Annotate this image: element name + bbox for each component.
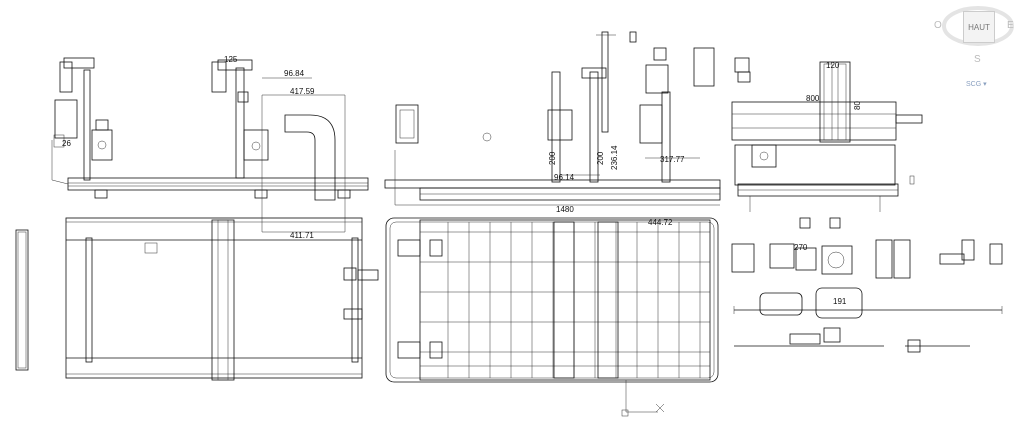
dim-200-a: 200 xyxy=(548,151,557,165)
view-cube-top-face[interactable]: HAUT xyxy=(963,11,995,43)
dim-120: 120 xyxy=(826,61,840,70)
view-cube[interactable]: O E S HAUT SCG ▾ xyxy=(928,6,1020,92)
left-plan-view xyxy=(15,217,379,381)
dim-96-14: 96.14 xyxy=(554,173,575,182)
dim-125: 125 xyxy=(224,55,238,64)
dim-236-14: 236.14 xyxy=(610,145,619,170)
middle-side-view xyxy=(384,31,751,206)
right-parts xyxy=(731,217,1003,353)
dim-270: 270 xyxy=(794,243,808,252)
dim-1480: 1480 xyxy=(556,205,574,214)
dim-317-77: 317.77 xyxy=(660,155,685,164)
dim-800: 800 xyxy=(806,94,820,103)
wcs-menu-button[interactable]: SCG ▾ xyxy=(966,81,987,88)
wcs-label: SCG xyxy=(966,81,982,88)
middle-plan-view xyxy=(385,217,719,417)
dim-444-72: 444.72 xyxy=(648,218,673,227)
view-cube-south-label[interactable]: S xyxy=(974,54,981,65)
left-side-view xyxy=(51,57,369,233)
dim-191: 191 xyxy=(833,297,847,306)
dim-80: 80 xyxy=(853,101,862,110)
view-cube-east-label[interactable]: E xyxy=(1007,20,1014,31)
dimension-annotations: 125 96.84 417.59 26 411.71 200 200 96.14… xyxy=(62,55,862,306)
view-cube-compass-ring-icon[interactable] xyxy=(942,6,1014,50)
view-cube-west-label[interactable]: O xyxy=(934,20,942,31)
dim-26: 26 xyxy=(62,139,71,148)
dim-200-b: 200 xyxy=(596,151,605,165)
dim-417-59: 417.59 xyxy=(290,87,315,96)
dim-411-71: 411.71 xyxy=(290,231,314,240)
right-side-view xyxy=(731,61,923,212)
dim-96-84: 96.84 xyxy=(284,69,305,78)
